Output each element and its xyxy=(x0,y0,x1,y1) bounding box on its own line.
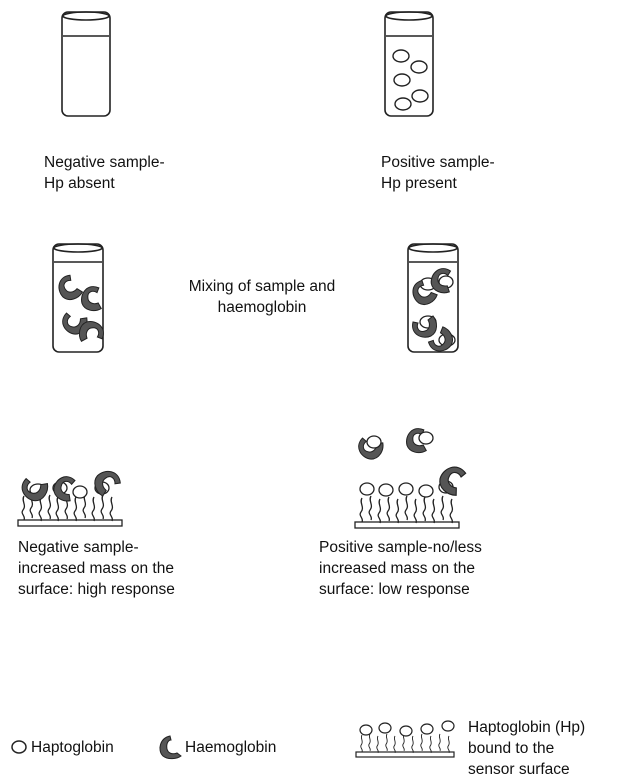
mixing-label: Mixing of sample and haemoglobin xyxy=(156,276,368,318)
legend-surface-label-line3: sensor surface xyxy=(468,761,570,778)
legend-surface-label-line2: bound to the xyxy=(468,740,555,757)
legend-haemoglobin-icon xyxy=(159,735,182,760)
legend-haptoglobin-label: Haptoglobin xyxy=(31,739,114,756)
positive-tube-label: Positive sample- Hp present xyxy=(381,152,495,194)
negative-surface-label-line3: surface: high response xyxy=(18,581,175,598)
negative-tube-label-line2: Hp absent xyxy=(44,175,115,192)
legend-haemoglobin-label: Haemoglobin xyxy=(185,739,277,756)
negative-surface-label: Negative sample- increased mass on the s… xyxy=(18,537,175,600)
negative-tube-label-line1: Negative sample- xyxy=(44,154,165,171)
negative-tube-mixed xyxy=(52,243,106,353)
legend-haptoglobin-icon xyxy=(11,740,27,754)
negative-surface-label-line1: Negative sample- xyxy=(18,539,139,556)
legend-surface-label-line1: Haptoglobin (Hp) xyxy=(468,719,586,736)
positive-surface-label-line1: Positive sample-no/less xyxy=(319,539,482,556)
positive-tube-mixed xyxy=(407,243,459,356)
positive-surface-label-line3: surface: low response xyxy=(319,581,470,598)
positive-tube-hp xyxy=(384,11,434,117)
negative-sensor-surface xyxy=(17,467,124,527)
mixing-label-line1: Mixing of sample and xyxy=(188,278,336,295)
positive-sensor-surface xyxy=(353,426,472,529)
legend-sensor-surface-icon xyxy=(355,720,455,758)
negative-tube-label: Negative sample- Hp absent xyxy=(44,152,165,194)
mixing-label-line2: haemoglobin xyxy=(217,299,307,316)
negative-tube-empty xyxy=(61,11,111,117)
legend-surface-label: Haptoglobin (Hp) bound to the sensor sur… xyxy=(468,717,585,780)
positive-tube-label-line2: Hp present xyxy=(381,175,457,192)
negative-surface-label-line2: increased mass on the xyxy=(18,560,174,577)
positive-tube-label-line1: Positive sample- xyxy=(381,154,495,171)
positive-surface-label-line2: increased mass on the xyxy=(319,560,475,577)
positive-surface-label: Positive sample-no/less increased mass o… xyxy=(319,537,482,600)
